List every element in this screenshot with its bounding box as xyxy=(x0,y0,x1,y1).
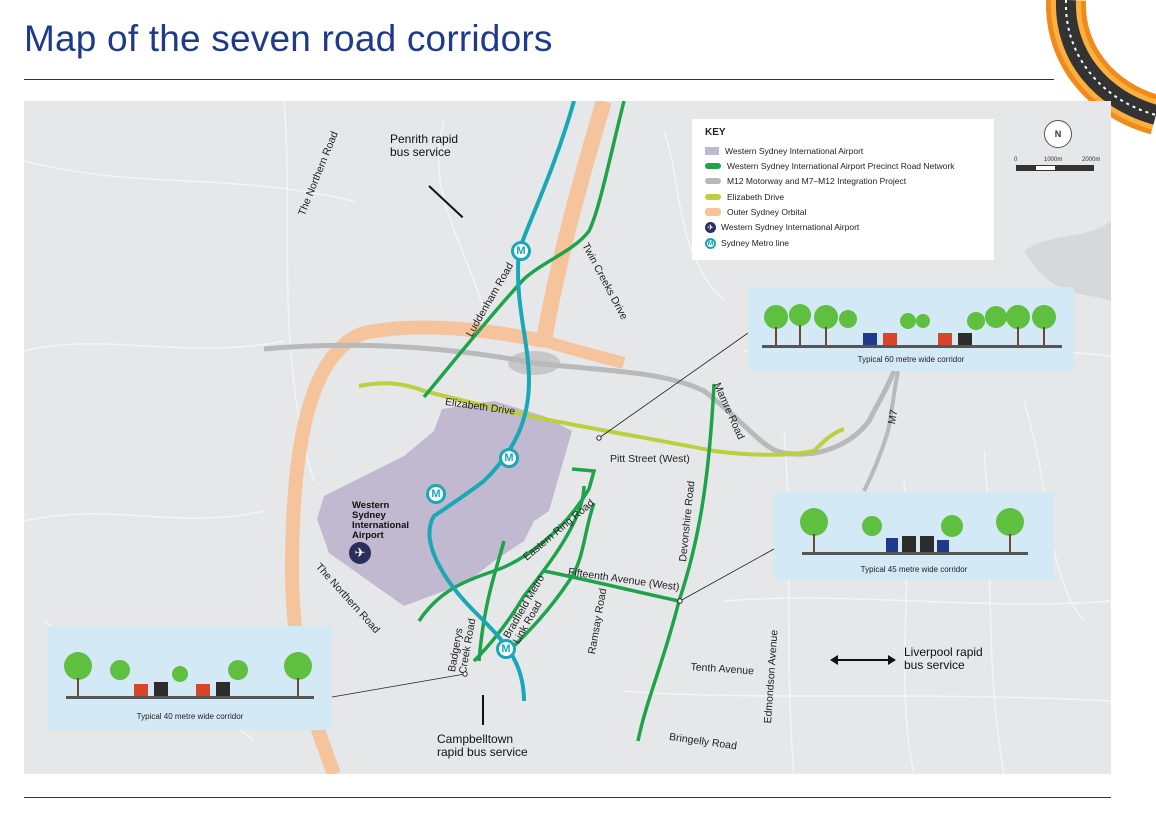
legend-label: Outer Sydney Orbital xyxy=(727,207,807,217)
road-label-pitt-street: Pitt Street (West) xyxy=(610,453,690,465)
scale-label-max: 2000m xyxy=(1082,157,1101,163)
airplane-icon: ✈ xyxy=(705,221,716,233)
corridor-caption-45m: Typical 45 metre wide corridor xyxy=(860,565,968,574)
metro-icon: M xyxy=(705,237,716,249)
airport-area-swatch xyxy=(705,147,719,155)
outer-orbital-swatch xyxy=(705,208,721,216)
legend-item-airport-area: Western Sydney International Airport xyxy=(705,145,863,157)
corridor-panel-45m: Typical 45 metre wide corridor xyxy=(774,492,1054,580)
corridor-45m-illustration xyxy=(800,508,1028,555)
metro-letter: M xyxy=(501,643,511,655)
corridor-40m-illustration xyxy=(64,652,314,699)
background-streets xyxy=(24,101,1111,774)
double-arrow-icon xyxy=(482,695,484,725)
legend-item-outer-orbital: Outer Sydney Orbital xyxy=(705,206,806,218)
legend-label: Western Sydney International Airport xyxy=(721,222,860,232)
map-legend: KEY Western Sydney International Airport… xyxy=(692,119,994,260)
arrowhead-icon xyxy=(830,655,838,665)
metro-station-airport-business: M xyxy=(499,448,519,468)
corridor-caption-60m: Typical 60 metre wide corridor xyxy=(857,355,965,364)
corridor-panel-60m: Typical 60 metre wide corridor xyxy=(748,287,1074,371)
road-label-m7: M7 xyxy=(886,408,901,426)
callout-penrith: Penrith rapid bus service xyxy=(390,132,459,159)
elizabeth-drive-swatch xyxy=(705,194,721,200)
legend-heading: KEY xyxy=(705,127,726,138)
corridor-caption-40m: Typical 40 metre wide corridor xyxy=(136,712,244,721)
m12-swatch xyxy=(705,178,721,184)
metro-letter: M xyxy=(504,452,514,464)
legend-label: Western Sydney International Airport Pre… xyxy=(727,161,955,171)
legend-item-m12: M12 Motorway and M7–M12 Integration Proj… xyxy=(705,175,906,187)
legend-item-precinct-road: Western Sydney International Airport Pre… xyxy=(705,160,955,172)
footer-divider xyxy=(24,797,1111,798)
metro-letter: M xyxy=(516,245,526,257)
airport-label: Western Sydney International Airport xyxy=(352,500,410,541)
callout-campbelltown: Campbelltown rapid bus service xyxy=(437,732,528,759)
north-arrow-icon: N xyxy=(1044,120,1072,148)
scale-label-mid: 1000m xyxy=(1044,157,1063,163)
airplane-icon: ✈ xyxy=(349,542,371,564)
legend-label: Sydney Metro line xyxy=(721,238,790,248)
precinct-road-swatch xyxy=(705,163,721,169)
legend-label: M12 Motorway and M7–M12 Integration Proj… xyxy=(727,176,907,186)
metro-station-south: M xyxy=(496,639,516,659)
corridor-map: M M M M ✈ Western Sydney International A… xyxy=(24,101,1111,774)
corridor-60m-illustration xyxy=(762,304,1062,348)
double-arrow-icon xyxy=(834,659,892,661)
metro-station-north: M xyxy=(511,241,531,261)
metro-letter: M xyxy=(431,488,441,500)
north-label: N xyxy=(1054,129,1062,139)
legend-label: Western Sydney International Airport xyxy=(725,146,864,156)
scale-bar xyxy=(1016,165,1094,171)
page-title: Map of the seven road corridors xyxy=(24,18,553,59)
arrowhead-icon xyxy=(888,655,896,665)
brand-swirl-graphic xyxy=(1046,0,1156,135)
legend-item-elizabeth-drive: Elizabeth Drive xyxy=(705,191,784,203)
title-divider xyxy=(24,79,1054,80)
metro-letter: M xyxy=(707,239,714,247)
callout-liverpool: Liverpool rapid bus service xyxy=(904,645,983,672)
scale-label-zero: 0 xyxy=(1014,157,1018,163)
legend-item-metro: M Sydney Metro line xyxy=(705,237,789,249)
legend-label: Elizabeth Drive xyxy=(727,192,785,202)
legend-item-airport-icon: ✈ Western Sydney International Airport xyxy=(705,221,859,233)
corridor-panel-40m: Typical 40 metre wide corridor xyxy=(48,626,332,730)
metro-station-airport-terminal: M xyxy=(426,484,446,504)
